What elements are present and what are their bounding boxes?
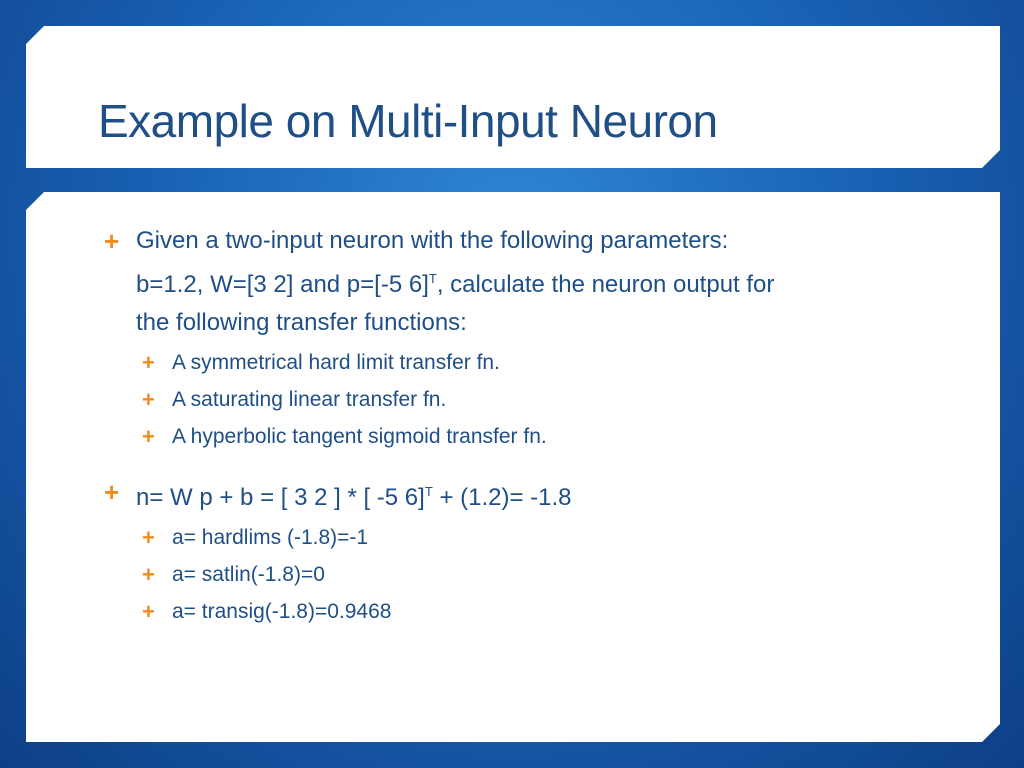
transpose-sup: T: [424, 484, 433, 499]
sub-bullet: + A symmetrical hard limit transfer fn.: [142, 348, 964, 378]
plus-bullet-icon: +: [142, 387, 155, 412]
equation-text-cont: + (1.2)= -1.8: [432, 484, 572, 511]
sub-bullet-text: a= satlin(-1.8)=0: [172, 563, 325, 586]
bullet-line: the following transfer functions:: [136, 309, 467, 336]
slide-title: Example on Multi-Input Neuron: [98, 95, 718, 147]
content-panel: + Given a two-input neuron with the foll…: [26, 192, 1000, 742]
bullet-given: + Given a two-input neuron with the foll…: [104, 222, 964, 342]
plus-bullet-icon: +: [142, 424, 155, 449]
params-text: b=1.2, W=[3 2] and p=[-5 6]: [136, 271, 429, 298]
bullet-list: + Given a two-input neuron with the foll…: [104, 222, 964, 634]
bullet-line: Given a two-input neuron with the follow…: [136, 227, 729, 254]
plus-bullet-icon: +: [142, 599, 155, 624]
plus-bullet-icon: +: [104, 226, 120, 256]
title-panel: Example on Multi-Input Neuron: [26, 26, 1000, 168]
sub-bullet: + a= hardlims (-1.8)=-1: [142, 523, 964, 553]
params-text-cont: , calculate the neuron output for: [436, 271, 775, 298]
sub-bullet: + A saturating linear transfer fn.: [142, 385, 964, 415]
plus-bullet-icon: +: [104, 477, 120, 507]
sub-bullet: + a= transig(-1.8)=0.9468: [142, 597, 964, 627]
sub-bullet: + A hyperbolic tangent sigmoid transfer …: [142, 422, 964, 452]
sub-bullet: + a= satlin(-1.8)=0: [142, 560, 964, 590]
equation-text: n= W p + b = [ 3 2 ] * [ -5 6]: [136, 484, 425, 511]
plus-bullet-icon: +: [142, 562, 155, 587]
sub-bullet-text: a= transig(-1.8)=0.9468: [172, 600, 392, 623]
sub-bullet-text: a= hardlims (-1.8)=-1: [172, 526, 369, 549]
plus-bullet-icon: +: [142, 350, 155, 375]
sub-bullet-text: A saturating linear transfer fn.: [172, 388, 447, 411]
bullet-line: b=1.2, W=[3 2] and p=[-5 6]T, calculate …: [136, 260, 964, 304]
sub-bullet-text: A symmetrical hard limit transfer fn.: [172, 351, 500, 374]
bullet-n-equation: + n= W p + b = [ 3 2 ] * [ -5 6]T + (1.2…: [104, 473, 964, 517]
sub-bullet-text: A hyperbolic tangent sigmoid transfer fn…: [172, 425, 547, 448]
plus-bullet-icon: +: [142, 525, 155, 550]
transpose-sup: T: [428, 271, 437, 286]
